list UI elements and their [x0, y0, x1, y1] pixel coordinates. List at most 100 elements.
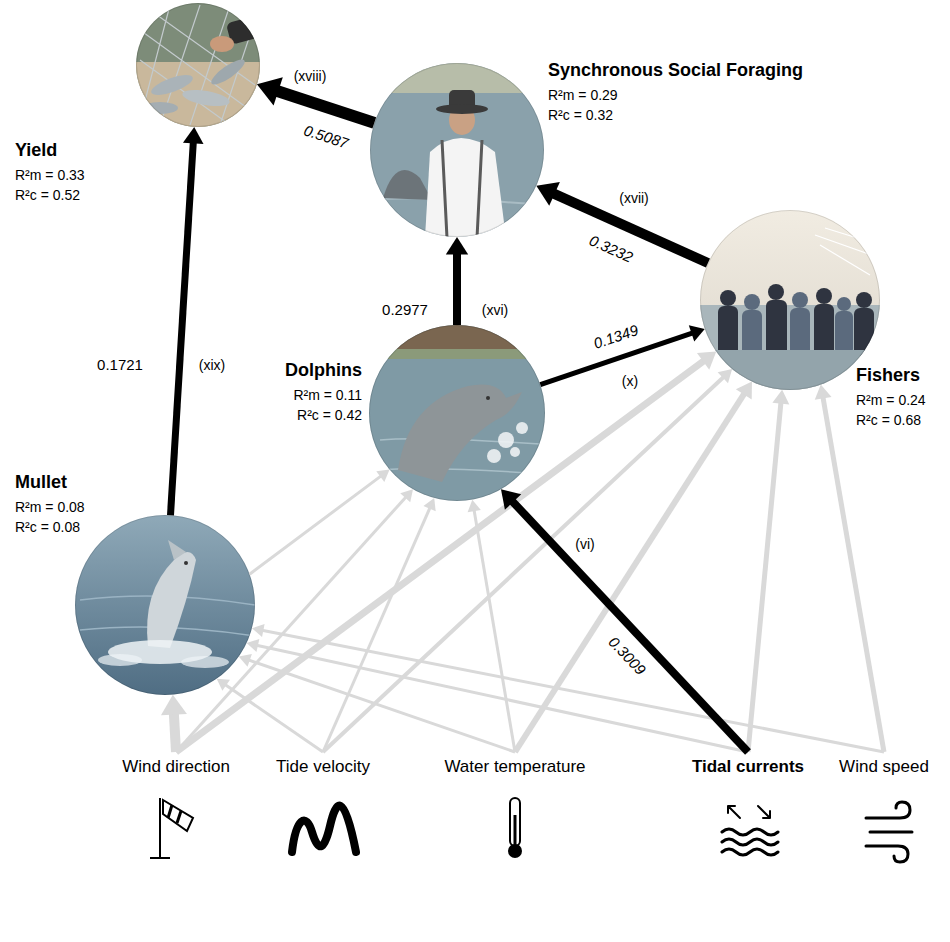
yield-photo: [136, 3, 270, 128]
thermometer-icon-part: [510, 798, 520, 846]
covariate-arrow: [250, 470, 390, 575]
arrow-head: [718, 369, 733, 383]
dolphin-photo-part: [486, 396, 490, 400]
driver-node: Tide velocity: [272, 755, 374, 779]
circle-outline: [700, 210, 880, 390]
covariate-arrow: [748, 390, 789, 752]
covariate-arrow: [323, 369, 732, 752]
node-title: Dolphins: [285, 360, 362, 380]
wind-speed-icon-part: [870, 831, 912, 834]
social-foraging-photo-part: [383, 170, 432, 200]
yield-photo-part: [208, 56, 248, 89]
wind-speed-icon: [866, 802, 912, 862]
arrow-shaft: [748, 402, 781, 752]
arrow-shaft: [174, 713, 176, 752]
social-foraging-photo-part: [442, 140, 482, 238]
driver-label: Wind direction: [122, 757, 230, 777]
fishers-photo-part-part: [718, 306, 738, 356]
yield-photo-part: [142, 102, 178, 114]
wind-speed-icon-part: [866, 802, 910, 818]
arrow-shaft: [474, 510, 515, 752]
arrow-head: [689, 325, 705, 341]
mullet-photo-part: [147, 552, 196, 648]
driver-label: Wind speed: [839, 757, 929, 777]
arrow-shaft: [512, 501, 748, 752]
arrow-shaft: [515, 393, 745, 752]
path-number: (xix): [197, 357, 227, 373]
dolphin-photo-part: [516, 422, 528, 434]
arrow-head: [815, 385, 832, 400]
circle-border: [701, 211, 880, 390]
circle-border: [370, 326, 545, 501]
path-coefficient: 0.2977: [380, 302, 430, 318]
driver-node: Wind speed: [835, 755, 933, 779]
fishers-photo-part-part: [856, 292, 872, 308]
mullet-photo-part: [181, 656, 229, 668]
tidal-currents-icon-part: [728, 806, 740, 818]
arrow-head: [697, 352, 716, 370]
wind-speed-icon-part: [866, 846, 908, 862]
tidal-currents-icon: [722, 806, 778, 855]
arrow-head: [376, 470, 389, 482]
fishers-photo-part-part: [854, 308, 874, 356]
thermometer-icon-part: [508, 844, 522, 858]
fishers-photo-part: [700, 305, 881, 391]
fishers-photo-part-part: [768, 284, 784, 300]
circle-border: [371, 64, 544, 237]
arrow-shaft: [323, 377, 724, 752]
fishers-photo-part: [718, 284, 874, 356]
circle-outline: [75, 515, 255, 695]
yield-circle: YieldR²m = 0.33R²c = 0.52: [136, 3, 260, 127]
thermometer-icon-part: [514, 815, 517, 846]
fishers-photo-part: [700, 350, 881, 391]
fishers-photo-part-part: [792, 292, 808, 308]
arrow-head: [468, 500, 481, 513]
arrow-shaft: [823, 397, 884, 752]
r-squared-value: R²m = 0.33: [15, 166, 85, 184]
r-squared-value: R²m = 0.08: [15, 498, 85, 516]
arrow-shaft: [176, 497, 406, 752]
social-foraging-photo-part: [425, 138, 506, 238]
tidal-currents-icon-part: [758, 806, 770, 818]
dolphin-photo-part: [369, 325, 546, 349]
arrow-head: [161, 695, 187, 716]
mullet-photo-part: [184, 561, 188, 565]
mullet-photo-part: [75, 515, 256, 696]
fishers-photo-part-part: [742, 310, 762, 356]
social-foraging-circle: Synchronous Social ForagingR²m = 0.29R²c…: [370, 63, 544, 237]
covariate-arrow: [468, 500, 515, 752]
path-number: (vi): [573, 536, 596, 552]
fishers-photo-part-part: [744, 294, 760, 310]
arrow-shaft: [225, 684, 323, 752]
r-squared-value: R²c = 0.42: [297, 406, 362, 424]
covariate-arrow: [515, 382, 752, 752]
path-coefficient: 0.1349: [590, 321, 642, 352]
dolphins-circle: DolphinsR²m = 0.11R²c = 0.42: [369, 325, 545, 501]
fishers-photo-part-part: [816, 288, 832, 304]
social-foraging-photo-part: [436, 104, 488, 114]
arrow-head: [446, 237, 468, 255]
r-squared-value: R²c = 0.68: [856, 411, 921, 429]
arrow-head: [257, 77, 283, 105]
fishers-photo-part-part: [835, 311, 853, 355]
path-arrow: [446, 237, 468, 325]
arrow-shaft: [277, 91, 375, 123]
arrow-head: [536, 182, 560, 206]
covariate-arrow: [323, 498, 436, 752]
r-squared-value: R²m = 0.11: [293, 386, 362, 404]
fishers-photo-part-part: [814, 304, 834, 356]
node-title: Synchronous Social Foraging: [548, 60, 803, 80]
mullet-photo: [75, 515, 256, 696]
fishers-photo-part-part: [720, 290, 736, 306]
driver-label: Water temperature: [444, 757, 585, 777]
arrow-head: [423, 498, 435, 511]
covariate-arrow: [252, 624, 884, 752]
mullet-photo-part: [168, 540, 186, 560]
tide-velocity-icon: [292, 806, 356, 852]
path-number: (xvi): [480, 302, 510, 318]
path-coefficient: 0.5087: [300, 122, 352, 153]
arrow-shaft: [262, 630, 884, 752]
social-foraging-photo: [370, 63, 545, 238]
